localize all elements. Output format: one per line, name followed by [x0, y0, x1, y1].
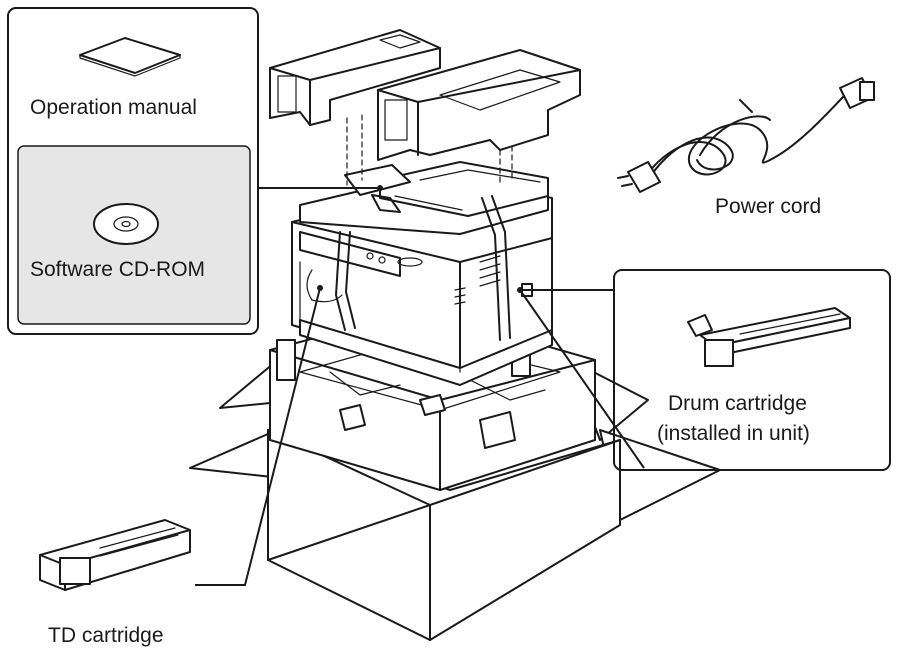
copier-unit: [291, 161, 553, 386]
power-cord-label: Power cord: [715, 195, 821, 218]
td-cartridge-label: TD cartridge: [48, 624, 164, 647]
drum-cartridge-label-line2: (installed in unit): [657, 422, 810, 445]
drum-cartridge-callout: Drum cartridge (installed in unit): [517, 269, 891, 471]
software-cdrom-label: Software CD-ROM: [30, 258, 205, 281]
drum-cartridge-label-line1: Drum cartridge: [668, 392, 807, 415]
td-cartridge-icon: [39, 519, 191, 591]
manual-icon: [79, 37, 181, 77]
td-cartridge-leader: [195, 287, 321, 586]
packing-foam-top: [269, 29, 581, 186]
power-cord-icon: [617, 77, 875, 193]
operation-manual-label: Operation manual: [30, 96, 197, 119]
accessories-callout: Operation manual Software CD-ROM: [7, 7, 383, 335]
cd-rom-icon: [93, 203, 159, 245]
drum-cartridge-icon: [687, 307, 851, 367]
